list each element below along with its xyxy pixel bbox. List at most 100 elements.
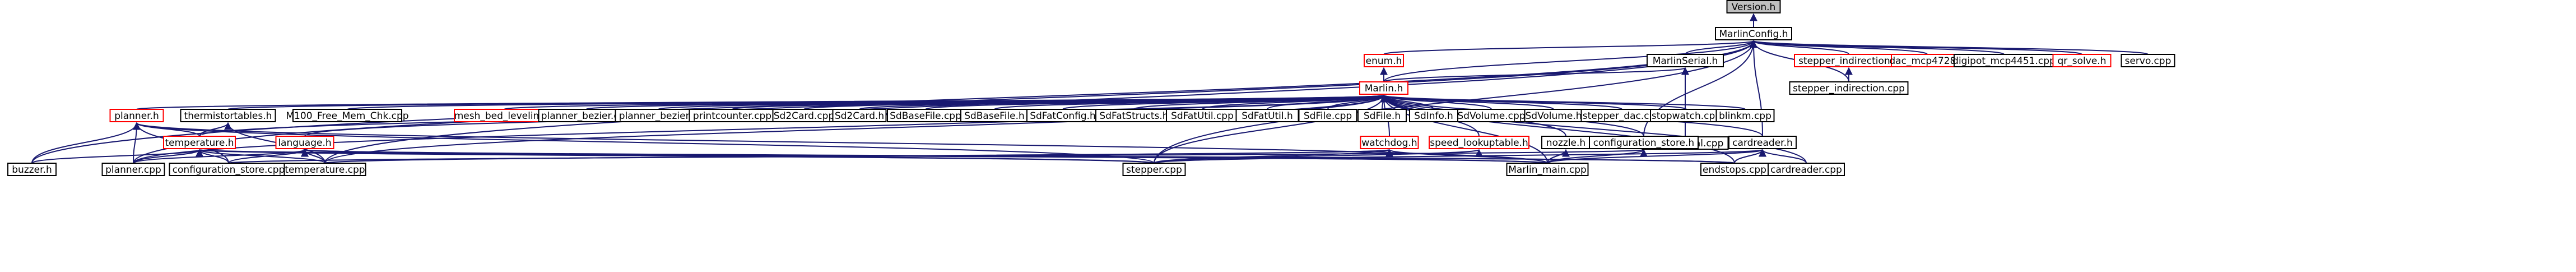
node-sd2card-cpp[interactable]: Sd2Card.cpp — [772, 109, 836, 122]
edge-temperature-cpp-to-marlin-h — [324, 94, 1388, 164]
node-temperature-cpp[interactable]: temperature.cpp — [283, 163, 366, 176]
node-sdfatstructs-h[interactable]: SdFatStructs.h — [1095, 109, 1173, 122]
node-cardreader-cpp[interactable]: cardreader.cpp — [1768, 163, 1845, 176]
node-label: SdBaseFile.h — [964, 110, 1025, 122]
node-label: SdVolume.h — [1526, 110, 1582, 122]
edge-marlin-main-cpp-to-cardreader-h — [1547, 149, 1766, 164]
node-label: buzzer.h — [12, 164, 52, 176]
node-configuration-store-cpp[interactable]: configuration_store.cpp — [169, 163, 289, 176]
node-digipot-mcp4451-cpp[interactable]: digipot_mcp4451.cpp — [1952, 54, 2056, 67]
node-box — [1789, 81, 1909, 95]
node-marlin-h[interactable]: Marlin.h — [1359, 81, 1408, 95]
node-label: cardreader.h — [1732, 137, 1793, 149]
node-box — [1122, 163, 1186, 176]
node-temperature-h[interactable]: temperature.h — [163, 136, 236, 149]
node-marlin-main-cpp[interactable]: Marlin_main.cpp — [1506, 163, 1589, 176]
node-stopwatch-cpp[interactable]: stopwatch.cpp — [1650, 109, 1723, 122]
node-box — [1728, 136, 1797, 149]
node-label: stepper.cpp — [1126, 164, 1182, 176]
node-box — [1715, 109, 1775, 122]
node-sdfile-h[interactable]: SdFile.h — [1357, 109, 1407, 122]
node-planner-h[interactable]: planner.h — [109, 109, 164, 122]
edge-planner-cpp-to-language-h — [133, 149, 309, 164]
node-stepper-dac-cpp[interactable]: stepper_dac.cpp — [1580, 109, 1663, 122]
node-language-h[interactable]: language.h — [275, 136, 334, 149]
node-box — [2121, 54, 2175, 67]
node-label: configuration_store.h — [1593, 137, 1694, 149]
node-label: blinkm.cpp — [1719, 110, 1771, 122]
node-enum-h[interactable]: enum.h — [1364, 54, 1404, 67]
node-box — [1360, 136, 1419, 149]
node-sdfatutil-cpp[interactable]: SdFatUtil.cpp — [1166, 109, 1239, 122]
node-stepper-indirection-cpp[interactable]: stepper_indirection.cpp — [1789, 81, 1909, 95]
node-sdbasefile-h[interactable]: SdBaseFile.h — [960, 109, 1029, 122]
edge-marlin-h-to-marlinconfig-h — [1383, 40, 1757, 82]
node-mesh-bed-leveling-h[interactable]: mesh_bed_leveling.h — [454, 109, 555, 122]
node-box — [1357, 109, 1407, 122]
node-sdinfo-h[interactable]: SdInfo.h — [1409, 109, 1458, 122]
node-label: SdFile.h — [1364, 110, 1401, 122]
node-box — [180, 109, 276, 122]
node-thermistortables-h[interactable]: thermistortables.h — [180, 109, 276, 122]
node-box — [1768, 163, 1845, 176]
node-box — [2052, 54, 2112, 67]
node-sdfatutil-h[interactable]: SdFatUtil.h — [1235, 109, 1299, 122]
node-label: Sd2Card.h — [835, 110, 884, 122]
edge-planner-cpp-to-marlin-h — [133, 94, 1388, 164]
node-version-h: Version.h — [1726, 0, 1781, 13]
edge-cardreader-cpp-to-marlin-h — [1380, 94, 1807, 164]
node-label: M100_Free_Mem_Chk.cpp — [286, 110, 408, 122]
node-label: printcounter.cpp — [693, 110, 771, 122]
node-servo-cpp[interactable]: servo.cpp — [2121, 54, 2175, 67]
node-label: SdFatStructs.h — [1099, 110, 1168, 122]
node-stepper-cpp[interactable]: stepper.cpp — [1122, 163, 1186, 176]
node-box — [1726, 0, 1781, 13]
node-box — [1589, 136, 1699, 149]
node-box — [109, 109, 164, 122]
node-sdvolume-h[interactable]: SdVolume.h — [1524, 109, 1583, 122]
node-label: MarlinConfig.h — [1719, 29, 1788, 40]
node-buzzer-h[interactable]: buzzer.h — [7, 163, 57, 176]
node-printcounter-cpp[interactable]: printcounter.cpp — [689, 109, 776, 122]
node-label: SdFatUtil.h — [1241, 110, 1293, 122]
node-speed-lookuptable-h[interactable]: speed_lookuptable.h — [1429, 136, 1529, 149]
edge-marlin-main-cpp-to-nozzle-h — [1547, 149, 1570, 164]
node-marlinconfig-h[interactable]: MarlinConfig.h — [1715, 27, 1792, 40]
node-label: language.h — [278, 137, 331, 149]
node-marlinserial-h[interactable]: MarlinSerial.h — [1647, 54, 1724, 67]
node-qr-solve-h[interactable]: qr_solve.h — [2052, 54, 2112, 67]
node-box — [1506, 163, 1589, 176]
node-m100-cpp[interactable]: M100_Free_Mem_Chk.cpp — [286, 109, 409, 122]
node-label: servo.cpp — [2125, 56, 2172, 67]
node-watchdog-h[interactable]: watchdog.h — [1360, 136, 1419, 149]
node-box — [7, 163, 57, 176]
edge-marlin-main-cpp-to-marlin-h — [1380, 94, 1548, 164]
edge-servo-cpp-to-marlinconfig-h — [1750, 40, 2149, 55]
node-box — [832, 109, 887, 122]
node-configuration-store-h[interactable]: configuration_store.h — [1589, 136, 1699, 149]
node-endstops-cpp[interactable]: endstops.cpp — [1700, 163, 1769, 176]
node-stepper-indirection-h[interactable]: stepper_indirection.h — [1794, 54, 1904, 67]
edge-cardreader-cpp-to-cardreader-h — [1759, 149, 1807, 164]
node-sdvolume-cpp[interactable]: SdVolume.cpp — [1457, 109, 1526, 122]
node-label: thermistortables.h — [184, 110, 272, 122]
node-sdfatconfig-h[interactable]: SdFatConfig.h — [1026, 109, 1099, 122]
node-planner-bezier-h[interactable]: planner_bezier.h — [615, 109, 702, 122]
edge-stepper-cpp-to-cardreader-h — [1154, 149, 1766, 164]
node-planner-cpp[interactable]: planner.cpp — [101, 163, 165, 176]
node-nozzle-h[interactable]: nozzle.h — [1541, 136, 1591, 149]
node-box — [1359, 81, 1408, 95]
node-sdfile-cpp[interactable]: SdFile.cpp — [1298, 109, 1357, 122]
node-label: planner.h — [114, 110, 159, 122]
node-box — [1647, 54, 1724, 67]
node-label: temperature.h — [165, 137, 234, 149]
node-blinkm-cpp[interactable]: blinkm.cpp — [1715, 109, 1775, 122]
node-box — [1298, 109, 1357, 122]
node-cardreader-h[interactable]: cardreader.h — [1728, 136, 1797, 149]
node-sdbasefile-cpp[interactable]: SdBaseFile.cpp — [887, 109, 964, 122]
node-sd2card-h[interactable]: Sd2Card.h — [832, 109, 887, 122]
node-label: watchdog.h — [1361, 137, 1417, 149]
node-label: SdInfo.h — [1414, 110, 1453, 122]
node-planner-bezier-cpp[interactable]: planner_bezier.cpp — [538, 109, 634, 122]
